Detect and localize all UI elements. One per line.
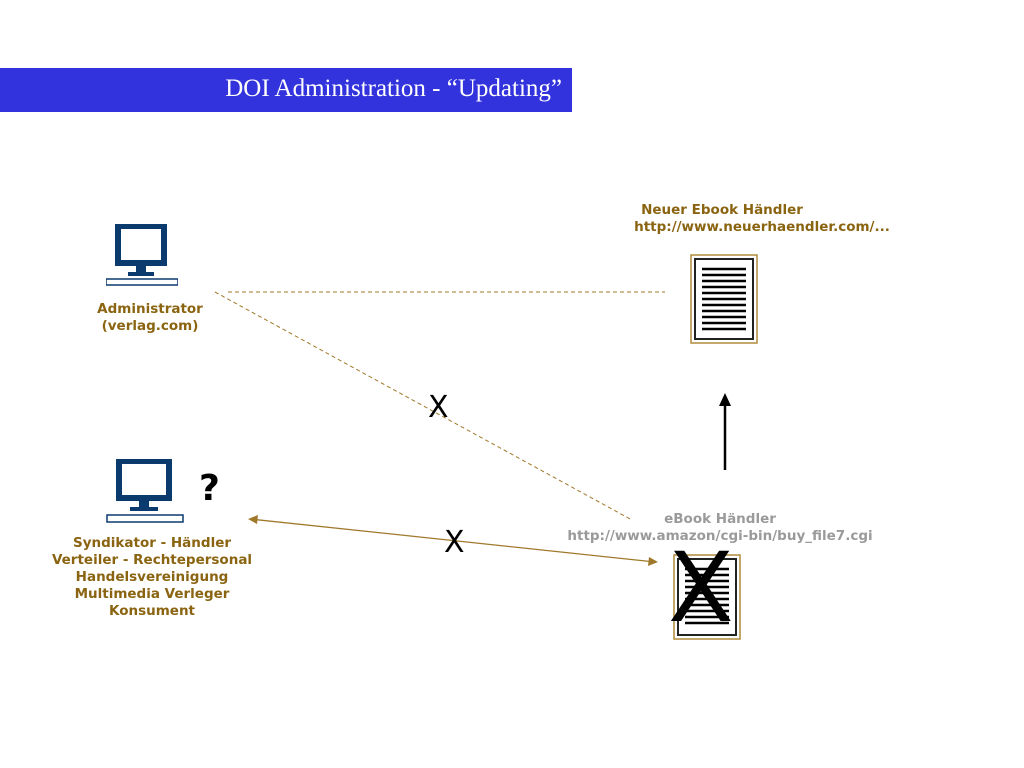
dashed-link-admin-old-dealer [214,291,633,521]
new-dealer-name: Neuer Ebook Händler [641,202,803,218]
new-dealer-label: Neuer Ebook Händler http://www.neuerhaen… [612,202,912,236]
update-arrowhead [719,393,731,406]
old-dealer-label: eBook Händler http://www.amazon/cgi-bin/… [555,511,885,545]
title-bar: DOI Administration - “Updating” [0,68,572,112]
question-mark: ? [199,468,220,509]
admin-label-line1: Administrator [97,301,203,317]
old-dealer-name: eBook Händler [664,511,776,527]
syndicator-line: Multimedia Verleger [74,586,230,602]
computer-icon-syndicator [106,459,184,523]
arrowhead-left [248,515,258,524]
big-cross-mark: X [668,532,734,644]
double-arrow-syndicator-dealer [249,518,656,563]
admin-label: Administrator (verlag.com) [80,301,220,335]
old-dealer-url: http://www.amazon/cgi-bin/buy_file7.cgi [567,528,873,544]
syndicator-line: Konsument [108,603,196,619]
new-dealer-url: http://www.neuerhaendler.com/... [634,219,890,235]
computer-icon-admin [106,224,178,286]
slide-title: DOI Administration - “Updating” [225,75,562,102]
admin-label-line2: (verlag.com) [101,318,199,334]
syndicator-label: Syndikator - Händler Verteiler - Rechtep… [42,535,262,620]
syndicator-line: Handelsvereinigung [75,569,229,585]
cross-mark-dashed-link: X [428,390,449,425]
syndicator-line: Syndikator - Händler [72,535,232,551]
document-icon-new-dealer [690,254,758,344]
arrowhead-right [648,557,658,566]
syndicator-line: Verteiler - Rechtepersonal [51,552,253,568]
cross-mark-arrow-link: X [444,525,465,560]
document-icon-old-dealer [673,554,741,640]
